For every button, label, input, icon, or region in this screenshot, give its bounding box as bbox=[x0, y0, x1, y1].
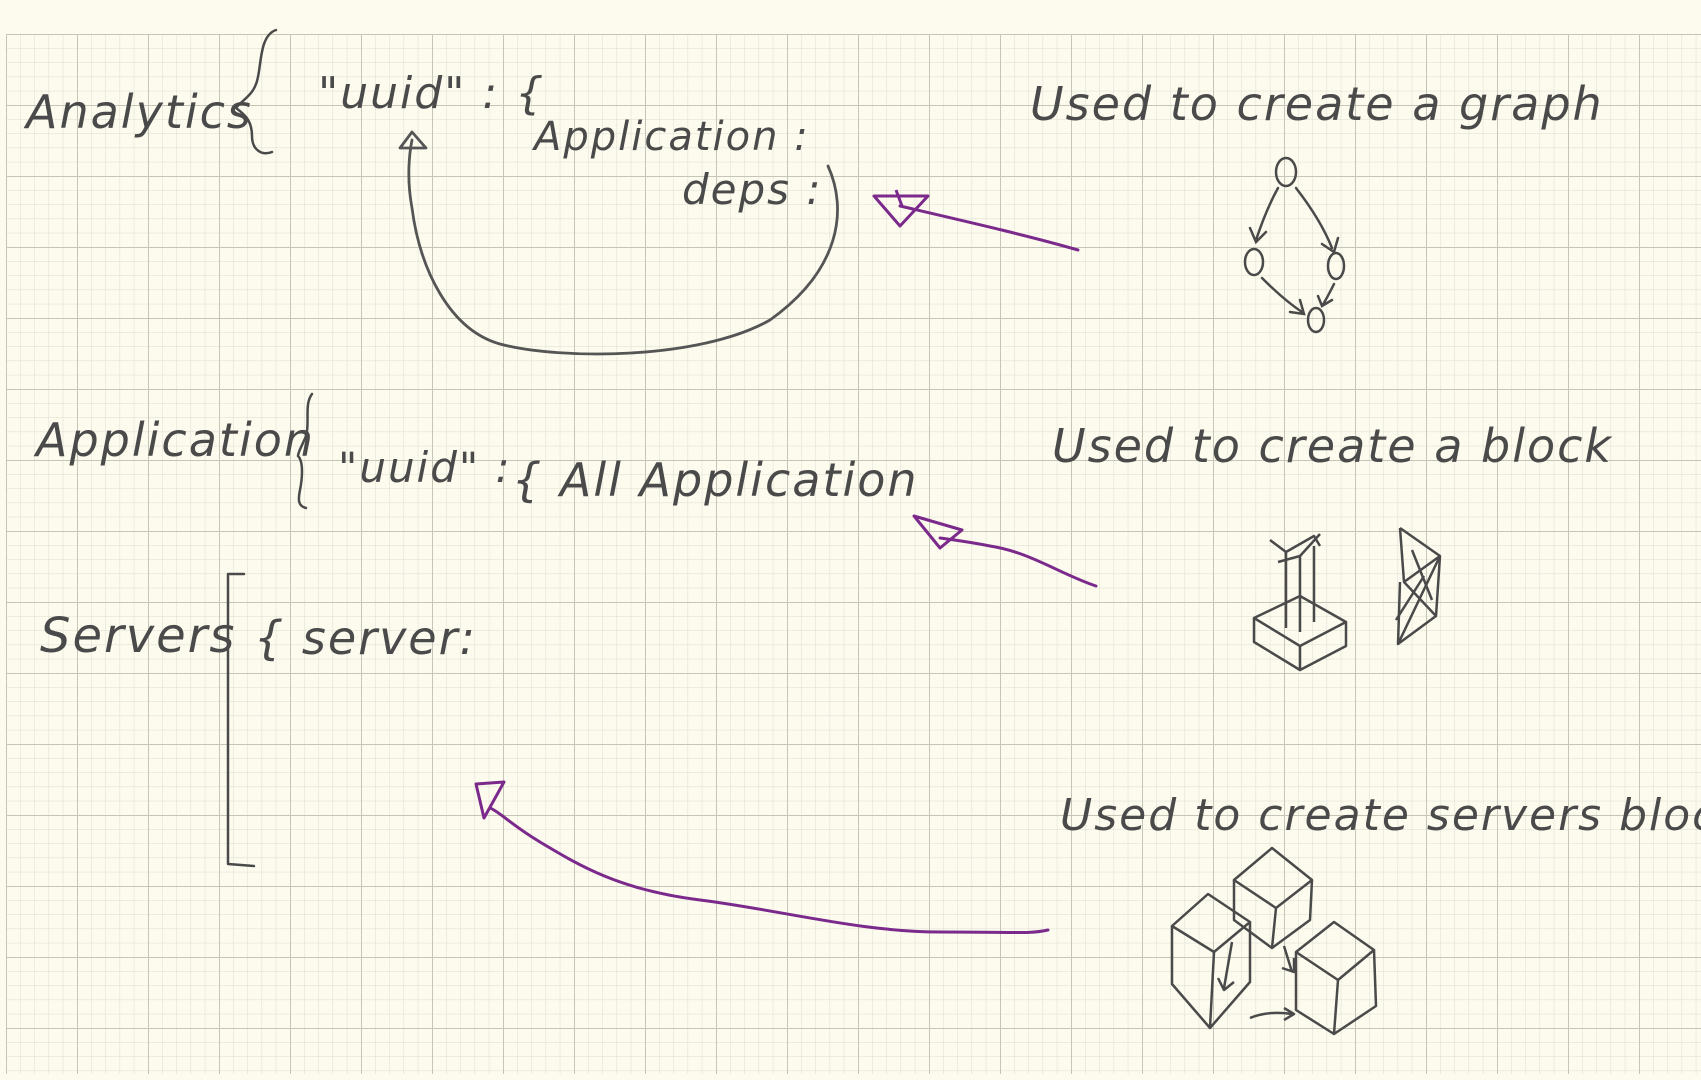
note-servers-block: Used to create servers block bbox=[1060, 790, 1701, 841]
servers-key: { server: bbox=[254, 611, 477, 665]
analytics-brace bbox=[234, 28, 278, 155]
graph-arrowhead bbox=[872, 189, 930, 228]
analytics-application: Application : bbox=[531, 114, 810, 160]
analytics-key: "uuid" : { bbox=[318, 68, 545, 119]
analytics-label: Analytics bbox=[23, 85, 253, 139]
graph-arrow bbox=[898, 204, 1080, 252]
deps-to-uuid-curve bbox=[407, 138, 839, 356]
servers-cubes-icon bbox=[1170, 846, 1378, 1036]
servers-arrow bbox=[488, 806, 1050, 934]
application-brace bbox=[296, 392, 314, 510]
application-key: "uuid" : bbox=[338, 443, 512, 492]
servers-label: Servers bbox=[40, 608, 236, 664]
application-label: Application bbox=[33, 413, 315, 467]
block-arrow bbox=[938, 536, 1098, 588]
graph-nodes-icon bbox=[1243, 156, 1346, 334]
note-block: Used to create a block bbox=[1052, 419, 1613, 473]
grid-major bbox=[6, 34, 1701, 1074]
deps-to-uuid-arrowhead bbox=[398, 130, 428, 150]
application-value: { All Application bbox=[512, 453, 919, 507]
note-graph: Used to create a graph bbox=[1030, 77, 1604, 131]
analytics-deps: deps : bbox=[682, 165, 823, 214]
servers-bracket bbox=[226, 572, 256, 868]
block-icon bbox=[1252, 526, 1442, 672]
block-arrowhead bbox=[912, 514, 964, 550]
servers-arrowhead bbox=[474, 780, 506, 820]
